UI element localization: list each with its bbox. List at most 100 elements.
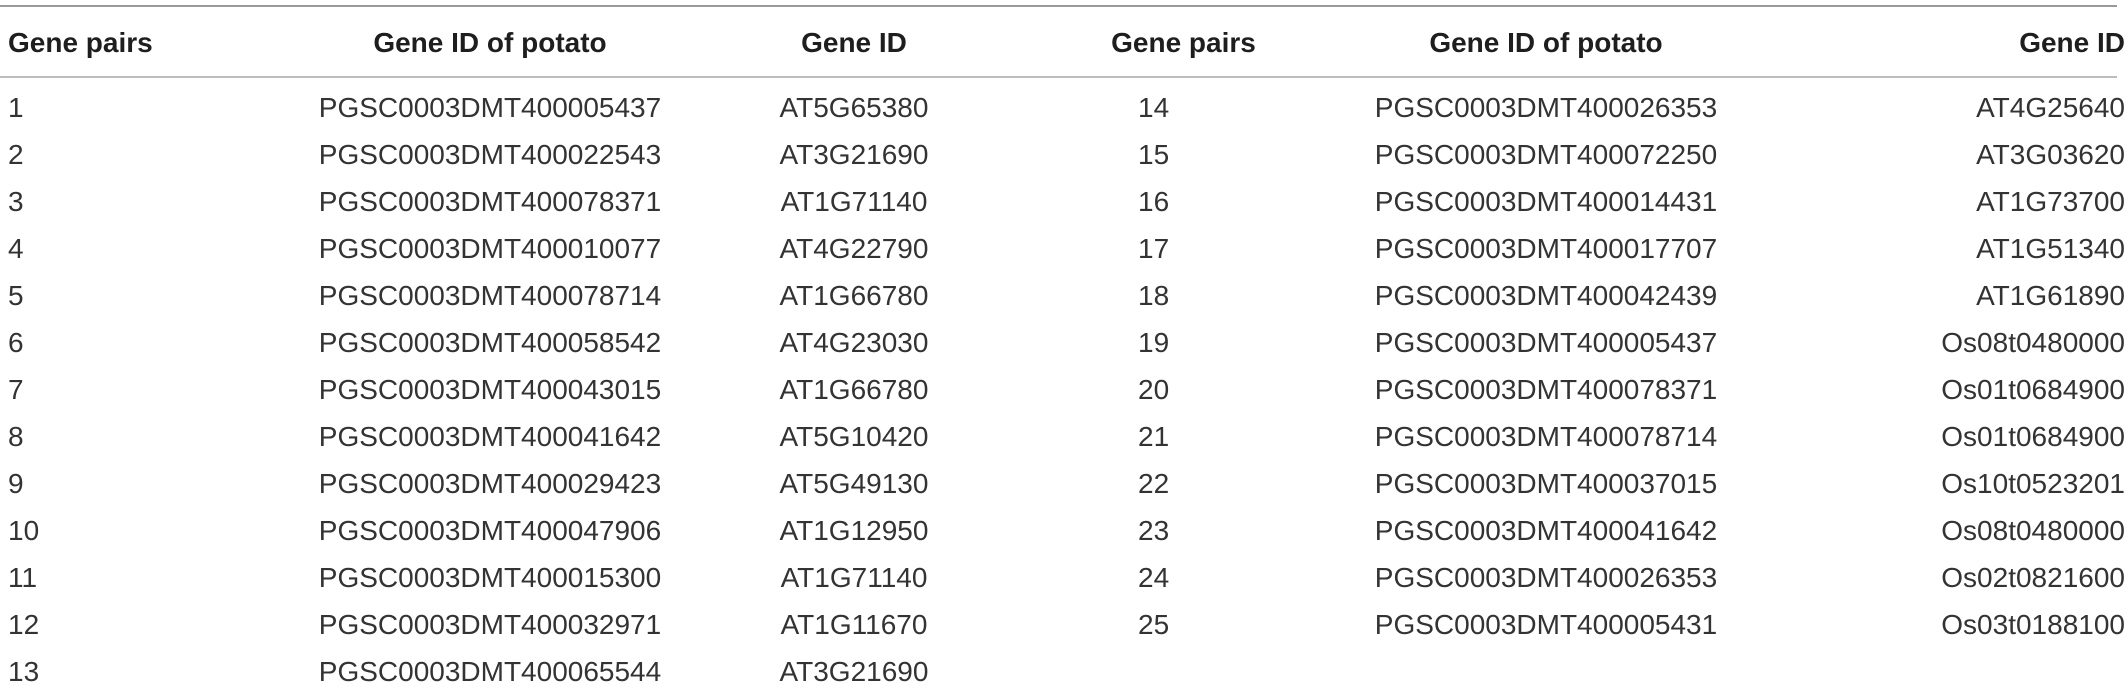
cell-potato-gene-id: PGSC0003DMT400047906 (318, 514, 662, 546)
cell-potato-gene-id: PGSC0003DMT400029423 (318, 467, 662, 499)
table-row: 6 PGSC0003DMT400058542 AT4G23030 19 PGSC0003… (0, 319, 2128, 366)
cell-gene-pair-number: 6 (8, 326, 24, 358)
cell-potato-gene-id: PGSC0003DMT400078714 (1374, 420, 1718, 452)
cell-gene-pair-number: 24 (1138, 561, 1170, 593)
table-header: Gene pairs Gene ID of potato Gene ID Gene p… (0, 7, 2128, 78)
cell-gene-id: AT4G22790 (779, 232, 929, 264)
cell-gene-pair-number: 13 (8, 655, 40, 687)
cell-gene-id: AT5G10420 (779, 420, 929, 452)
cell-gene-id: AT1G66780 (779, 373, 929, 405)
cell-gene-id: Os01t0684900 (1941, 373, 2125, 405)
cell-gene-pair-number: 5 (8, 279, 24, 311)
cell-gene-pair-number: 1 (8, 91, 24, 123)
cell-potato-gene-id: PGSC0003DMT400014431 (1374, 185, 1718, 217)
header-potato-id-left: Gene ID of potato (373, 26, 607, 58)
table-header-rule (0, 76, 2117, 78)
cell-gene-pair-number: 12 (8, 608, 40, 640)
cell-gene-pair-number: 3 (8, 185, 24, 217)
cell-gene-id: Os01t0684900 (1941, 420, 2125, 452)
cell-potato-gene-id: PGSC0003DMT400072250 (1374, 138, 1718, 170)
table-top-rule (0, 5, 2117, 7)
cell-gene-pair-number: 10 (8, 514, 40, 546)
cell-gene-pair-number: 15 (1138, 138, 1170, 170)
cell-potato-gene-id: PGSC0003DMT400005431 (1374, 608, 1718, 640)
cell-gene-id: AT1G61890 (1976, 279, 2125, 311)
cell-gene-pair-number: 14 (1138, 91, 1170, 123)
cell-potato-gene-id: PGSC0003DMT400005437 (1374, 326, 1718, 358)
table-row: 12 PGSC0003DMT400032971 AT1G11670 25 PGSC000… (0, 601, 2128, 648)
table-row: 2 PGSC0003DMT400022543 AT3G21690 15 PGSC0003… (0, 131, 2128, 178)
cell-gene-pair-number: 19 (1138, 326, 1170, 358)
table-row: 5 PGSC0003DMT400078714 AT1G66780 18 PGSC0003… (0, 272, 2128, 319)
table-row: 13 PGSC0003DMT400065544 AT3G21690 (0, 648, 2128, 695)
header-gene-id-left: Gene ID (801, 26, 907, 58)
gene-pairs-table: Gene pairs Gene ID of potato Gene ID Gene p… (0, 7, 2128, 695)
cell-potato-gene-id: PGSC0003DMT400026353 (1374, 561, 1718, 593)
cell-potato-gene-id: PGSC0003DMT400010077 (318, 232, 662, 264)
cell-potato-gene-id: PGSC0003DMT400032971 (318, 608, 662, 640)
cell-gene-pair-number: 16 (1138, 185, 1170, 217)
cell-potato-gene-id: PGSC0003DMT400041642 (318, 420, 662, 452)
table-row: 11 PGSC0003DMT400015300 AT1G71140 24 PGSC000… (0, 554, 2128, 601)
cell-gene-pair-number: 18 (1138, 279, 1170, 311)
cell-gene-id: Os03t0188100 (1941, 608, 2125, 640)
cell-potato-gene-id: PGSC0003DMT400078371 (1374, 373, 1718, 405)
cell-potato-gene-id (1331, 648, 1761, 695)
cell-gene-id: AT3G21690 (779, 138, 929, 170)
cell-gene-pair-number: 22 (1138, 467, 1170, 499)
cell-potato-gene-id: PGSC0003DMT400058542 (318, 326, 662, 358)
cell-gene-id: Os08t0480000 (1941, 326, 2125, 358)
table-row: 8 PGSC0003DMT400041642 AT5G10420 21 PGSC0003… (0, 413, 2128, 460)
cell-gene-id: AT5G65380 (779, 91, 929, 123)
table-row: 7 PGSC0003DMT400043015 AT1G66780 20 PGSC0003… (0, 366, 2128, 413)
cell-potato-gene-id: PGSC0003DMT400042439 (1374, 279, 1718, 311)
table-row: 1 PGSC0003DMT400005437 AT5G65380 14 PGSC0003… (0, 78, 2128, 131)
cell-gene-id: AT3G21690 (779, 655, 929, 687)
header-potato-id-right: Gene ID of potato (1429, 26, 1663, 58)
cell-gene-pair-number: 20 (1138, 373, 1170, 405)
cell-potato-gene-id: PGSC0003DMT400026353 (1374, 91, 1718, 123)
header-row: Gene pairs Gene ID of potato Gene ID Gene p… (0, 7, 2128, 78)
cell-gene-id: AT1G51340 (1976, 232, 2125, 264)
cell-gene-pair-number: 21 (1138, 420, 1170, 452)
cell-potato-gene-id: PGSC0003DMT400022543 (318, 138, 662, 170)
cell-potato-gene-id: PGSC0003DMT400065544 (318, 655, 662, 687)
header-gene-id-right: Gene ID (2019, 26, 2125, 58)
table-row: 3 PGSC0003DMT400078371 AT1G71140 16 PGSC0003… (0, 178, 2128, 225)
cell-potato-gene-id: PGSC0003DMT400005437 (318, 91, 662, 123)
cell-potato-gene-id: PGSC0003DMT400078714 (318, 279, 662, 311)
cell-gene-id: AT1G12950 (779, 514, 929, 546)
cell-gene-id: AT1G11670 (780, 608, 928, 640)
cell-gene-id: AT3G03620 (1976, 138, 2125, 170)
cell-gene-id: Os02t0821600 (1941, 561, 2125, 593)
cell-gene-pair-number: 25 (1138, 608, 1170, 640)
cell-gene-id: AT4G25640 (1976, 91, 2125, 123)
cell-gene-id (1761, 648, 2128, 695)
cell-gene-id: AT1G71140 (780, 561, 928, 593)
cell-potato-gene-id: PGSC0003DMT400015300 (318, 561, 662, 593)
header-gene-pairs-left: Gene pairs (8, 26, 153, 58)
cell-gene-id: Os10t0523201 (1941, 467, 2125, 499)
cell-gene-pair-number (1036, 648, 1331, 695)
cell-gene-id: AT4G23030 (779, 326, 929, 358)
cell-gene-pair-number: 11 (8, 561, 38, 593)
cell-gene-pair-number: 8 (8, 420, 24, 452)
cell-potato-gene-id: PGSC0003DMT400078371 (318, 185, 662, 217)
cell-gene-id: Os08t0480000 (1941, 514, 2125, 546)
cell-potato-gene-id: PGSC0003DMT400017707 (1374, 232, 1718, 264)
cell-gene-pair-number: 7 (8, 373, 24, 405)
cell-gene-id: AT1G71140 (780, 185, 928, 217)
cell-potato-gene-id: PGSC0003DMT400043015 (318, 373, 662, 405)
cell-gene-pair-number: 2 (8, 138, 24, 170)
cell-gene-id: AT1G66780 (779, 279, 929, 311)
cell-gene-pair-number: 17 (1138, 232, 1170, 264)
header-gene-pairs-right: Gene pairs (1111, 26, 1256, 58)
cell-potato-gene-id: PGSC0003DMT400037015 (1374, 467, 1718, 499)
cell-gene-id: AT1G73700 (1976, 185, 2125, 217)
cell-potato-gene-id: PGSC0003DMT400041642 (1374, 514, 1718, 546)
